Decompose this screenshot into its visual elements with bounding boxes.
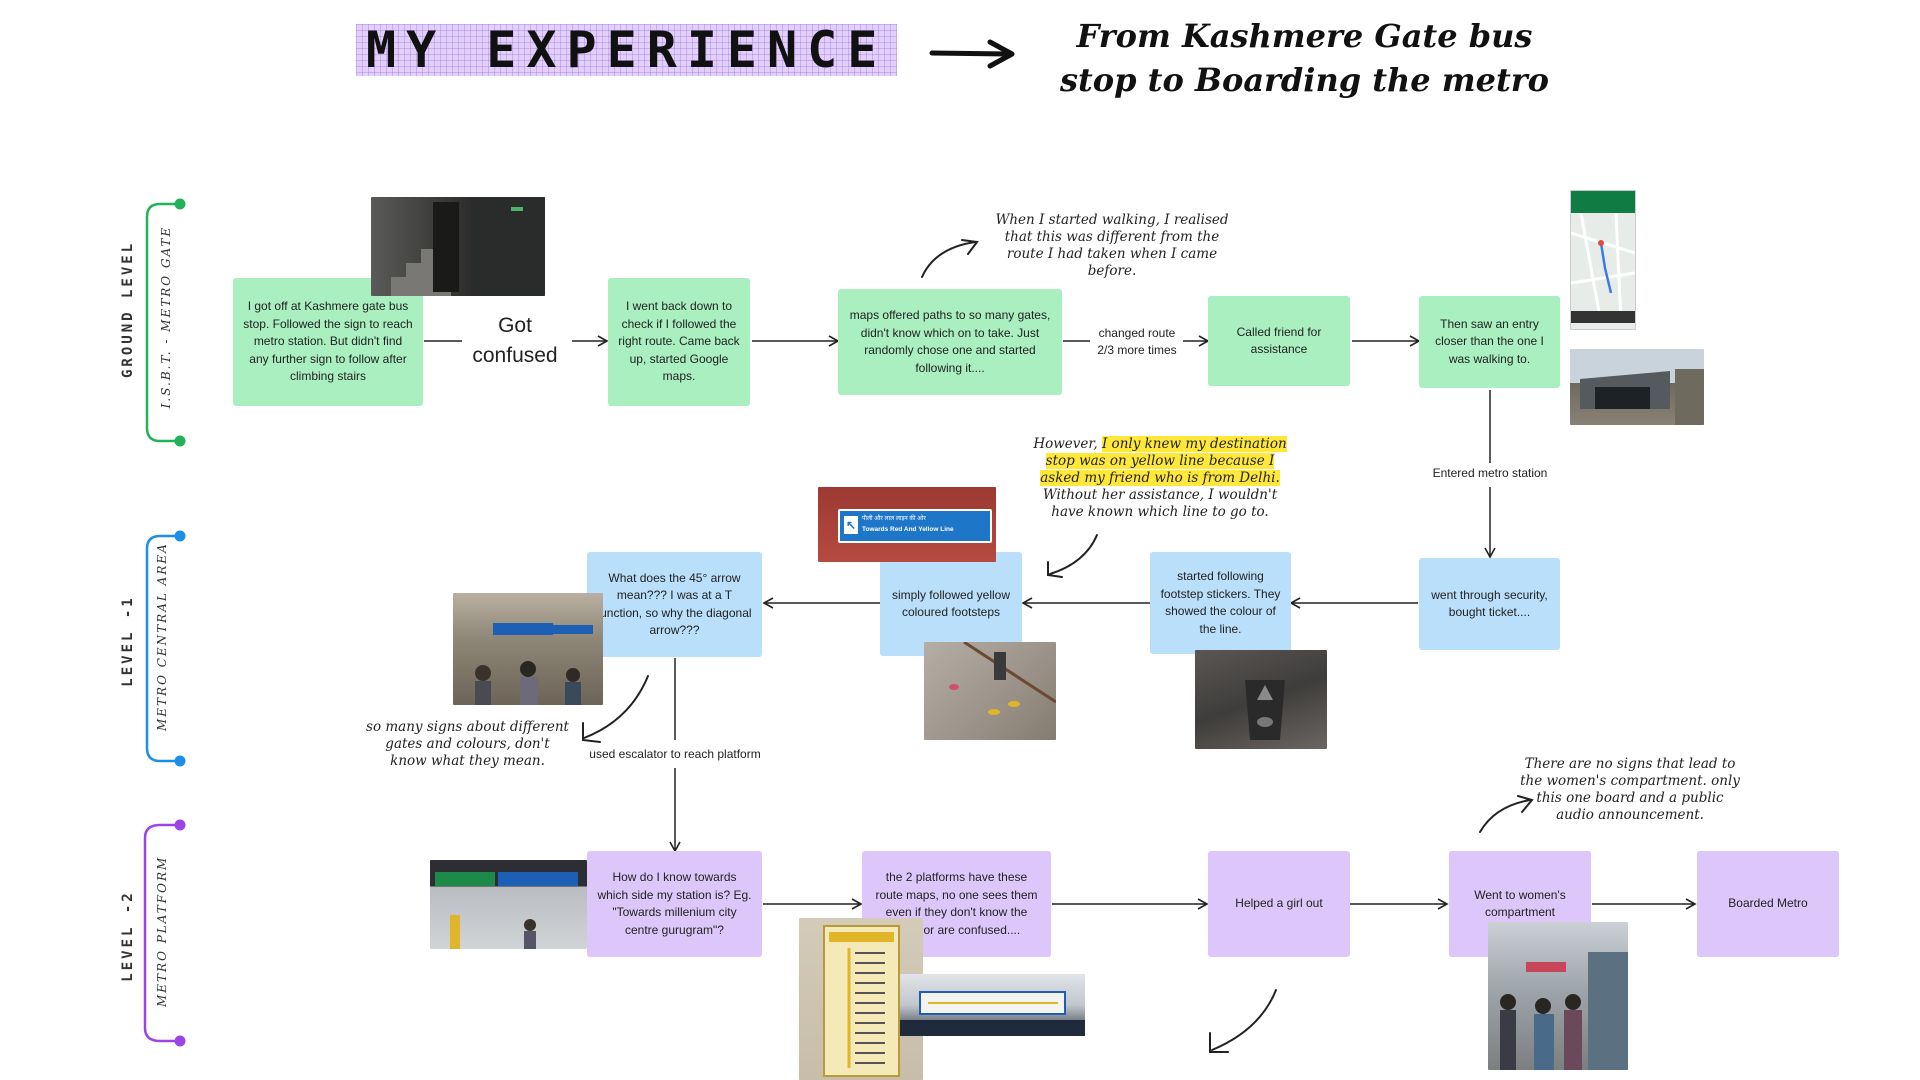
photo-red-yellow-line-sign: ↖ पीली और लाल लाइन की ओर Towards Red And… [818,487,996,562]
level-1-connectors [669,597,1418,853]
step-card-diagonal-arrow[interactable]: What does the 45° arrow mean??? I was at… [587,552,762,657]
note-signs-line-2: gates and colours, don't [385,736,550,752]
sign-hindi-text: पीली और लाल लाइन की ओर [862,516,926,522]
metro-entry-illustration [1580,369,1704,425]
photo-stairs [371,197,545,296]
level-1-bracket [145,530,186,767]
level-label-1: LEVEL -1 [120,595,136,687]
note-confusing-signs: so many signs about different gates and … [355,719,580,770]
note-however-highlight-3: asked my friend who is from Delhi. [1040,470,1280,486]
level-label-2: LEVEL -2 [120,890,136,982]
note-walking-line-2: that this was different from the [1004,229,1220,245]
stairs-illustration [391,197,545,296]
platform-wall-illustration [900,991,1085,1036]
photo-womens-compartment-crowd [1488,922,1628,1070]
note-walking-line-4: before. [1087,263,1137,279]
note-however-highlight-1: I only knew my destination [1101,436,1287,452]
note-signs-line-3: know what they mean. [390,753,545,769]
step-card-bus-stop[interactable]: I got off at Kashmere gate bus stop. Fol… [233,278,423,406]
level-area-1: METRO CENTRAL AREA [155,542,169,731]
photo-platform-map-wall [900,974,1085,1036]
note-however-line-3: asked my friend who is from Delhi. [1010,470,1310,487]
floor-sticker-illustration [1245,680,1285,740]
step-card-which-side[interactable]: How do I know towards which side my stat… [587,851,762,957]
note-yellow-line: However, I only knew my destination stop… [1010,436,1310,521]
step-card-security[interactable]: went through security, bought ticket.... [1419,558,1560,650]
maps-route-illustration [1571,212,1635,324]
changed-route-line-1: changed route [1098,326,1176,340]
note-however-line-2: stop was on yellow line because I [1010,453,1310,470]
level-area-2: METRO PLATFORM [155,855,169,1007]
note-however-line-4: Without her assistance, I wouldn't [1042,487,1278,503]
note-however-highlight-2: stop was on yellow line because I [1045,453,1275,469]
note-however-line-1: However, I only knew my destination [1010,436,1310,453]
platform-sign-illustration [435,872,578,949]
note-signs-line-1: so many signs about different [366,719,569,735]
step-card-footstep-stickers[interactable]: started following footstep stickers. The… [1150,552,1291,654]
photo-floor-sticker [1195,650,1327,749]
ground-connectors [424,335,1496,559]
subtitle-line-1: From Kashmere Gate bus [1076,17,1533,55]
got-confused-line-2: confused [472,344,558,367]
step-card-boarded-metro[interactable]: Boarded Metro [1697,851,1839,957]
step-card-yellow-footsteps[interactable]: simply followed yellow coloured footstep… [880,552,1022,656]
level-area-ground: I.S.B.T. - METRO GATE [159,225,173,409]
note-women-line-2: the women's compartment. only [1520,773,1740,789]
arrow-up-left-icon: ↖ [844,516,858,534]
photo-yellow-footsteps [924,642,1056,740]
note-walking-line-1: When I started walking, I realised [995,212,1229,228]
crowd-signs-illustration [475,623,593,705]
note-women-line-4: audio announcement. [1556,807,1704,823]
level-2-bracket [143,819,186,1047]
note-women-line-3: this one board and a public [1536,790,1724,806]
note-however-line-5: have known which line to go to. [1051,504,1269,520]
sign-english-text: Towards Red And Yellow Line [862,526,954,533]
subtitle-line-2: stop to Boarding the metro [1060,61,1549,99]
note-walking-route: When I started walking, I realised that … [962,212,1262,280]
platform-crowd-illustration [1500,952,1628,1070]
note-however-prefix: However, [1033,436,1102,452]
footsteps-illustration [949,642,1056,715]
sign-board: ↖ पीली और लाल लाइन की ओर Towards Red And… [838,509,992,543]
changed-route-line-2: 2/3 more times [1097,343,1177,357]
got-confused-line-1: Got [498,314,532,337]
level-label-ground: GROUND LEVEL [120,240,136,378]
photo-crowded-signs [453,593,603,705]
step-card-saw-entry[interactable]: Then saw an entry closer than the one I … [1419,296,1560,388]
step-card-called-friend[interactable]: Called friend for assistance [1208,296,1350,386]
title-arrow-icon [929,39,1015,69]
photo-platform-direction-sign [430,860,587,949]
note-walking-line-3: route I had taken when I came [1006,246,1218,262]
step-card-helped-girl[interactable]: Helped a girl out [1208,851,1350,957]
step-card-maps-paths[interactable]: maps offered paths to so many gates, did… [838,289,1062,395]
maps-header-bar [1571,191,1635,213]
photo-google-maps-screenshot [1570,190,1636,330]
page-subtitle: From Kashmere Gate bus stop to Boarding … [1060,14,1549,102]
ground-level-bracket [145,198,186,447]
note-womens-signs: There are no signs that lead to the wome… [1495,756,1765,824]
note-arrows [582,239,1534,1053]
route-map-illustration [823,925,900,1077]
photo-metro-entry [1570,349,1704,425]
entered-metro-label: Entered metro station [1410,465,1570,482]
page-title: MY EXPERIENCE [356,24,897,76]
step-card-went-back[interactable]: I went back down to check if I followed … [608,278,750,406]
got-confused-label: Got confused [455,311,575,371]
escalator-label: used escalator to reach platform [580,746,770,763]
changed-route-label: changed route 2/3 more times [1090,325,1184,359]
note-women-line-1: There are no signs that lead to [1524,756,1736,772]
